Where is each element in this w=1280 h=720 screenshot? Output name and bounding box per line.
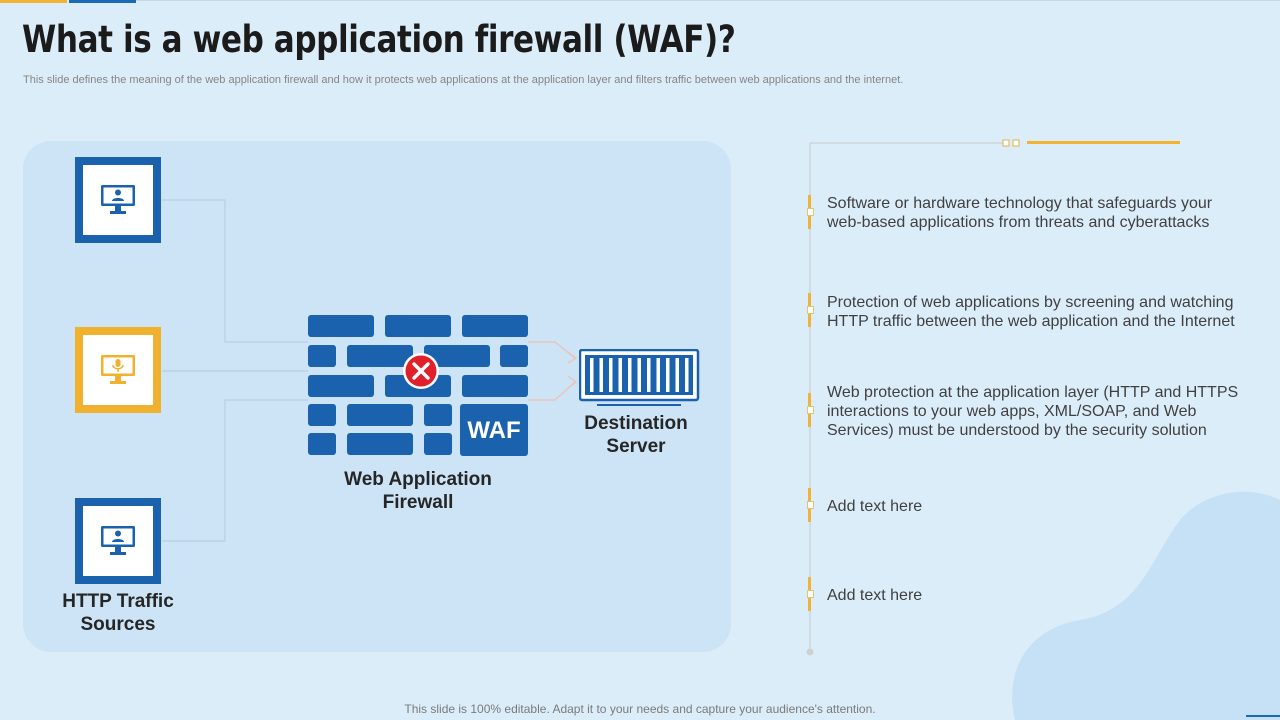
web-application-firewall-label: Web Application Firewall: [318, 468, 518, 514]
bullet-marker-2: [807, 293, 814, 327]
microphone-monitor-icon: [101, 355, 135, 384]
server-label-line1: Destination: [584, 413, 688, 434]
destination-server-label: Destination Server: [556, 412, 716, 458]
accent-gold-segment: [0, 0, 67, 3]
firewall-label-line1: Web Application: [344, 469, 492, 490]
server-label-line2: Server: [606, 436, 666, 457]
waf-badge-text: WAF: [467, 417, 520, 444]
decorative-blob: [1012, 491, 1280, 720]
corner-accent: [1246, 715, 1280, 717]
bullet-text-2: Protection of web applications by screen…: [827, 294, 1235, 330]
accent-blue-segment: [69, 0, 136, 3]
http-source-3: [75, 498, 161, 584]
firewall-wall-icon: WAF: [308, 315, 528, 456]
bullet-marker-4: [807, 488, 814, 522]
user-monitor-icon: [101, 185, 135, 214]
bullet-text-4: Add text here: [827, 498, 923, 515]
top-accent-bar: [0, 0, 1280, 3]
bullet-marker-1: [807, 195, 814, 229]
page-title: What is a web application firewall (WAF)…: [22, 18, 736, 61]
accent-line: [136, 0, 1280, 1]
bullet-text-5: Add text here: [827, 587, 923, 604]
http-source-2: [75, 327, 161, 413]
bullet-text-1: Software or hardware technology that saf…: [827, 195, 1213, 231]
user-monitor-icon: [101, 526, 135, 555]
http-source-1: [75, 157, 161, 243]
bullet-marker-3: [807, 393, 814, 427]
firewall-label-line2: Firewall: [382, 492, 454, 513]
page-subtitle: This slide defines the meaning of the we…: [23, 74, 904, 86]
footer-note: This slide is 100% editable. Adapt it to…: [404, 702, 876, 716]
sources-label-line1: HTTP Traffic: [62, 591, 174, 612]
block-x-icon: [403, 353, 439, 389]
server-icon: [579, 349, 700, 406]
bullet-text-3: Web protection at the application layer …: [827, 384, 1239, 439]
http-traffic-sources-label: HTTP Traffic Sources: [38, 590, 198, 636]
bullet-marker-5: [807, 577, 814, 611]
sources-label-line2: Sources: [80, 614, 156, 635]
